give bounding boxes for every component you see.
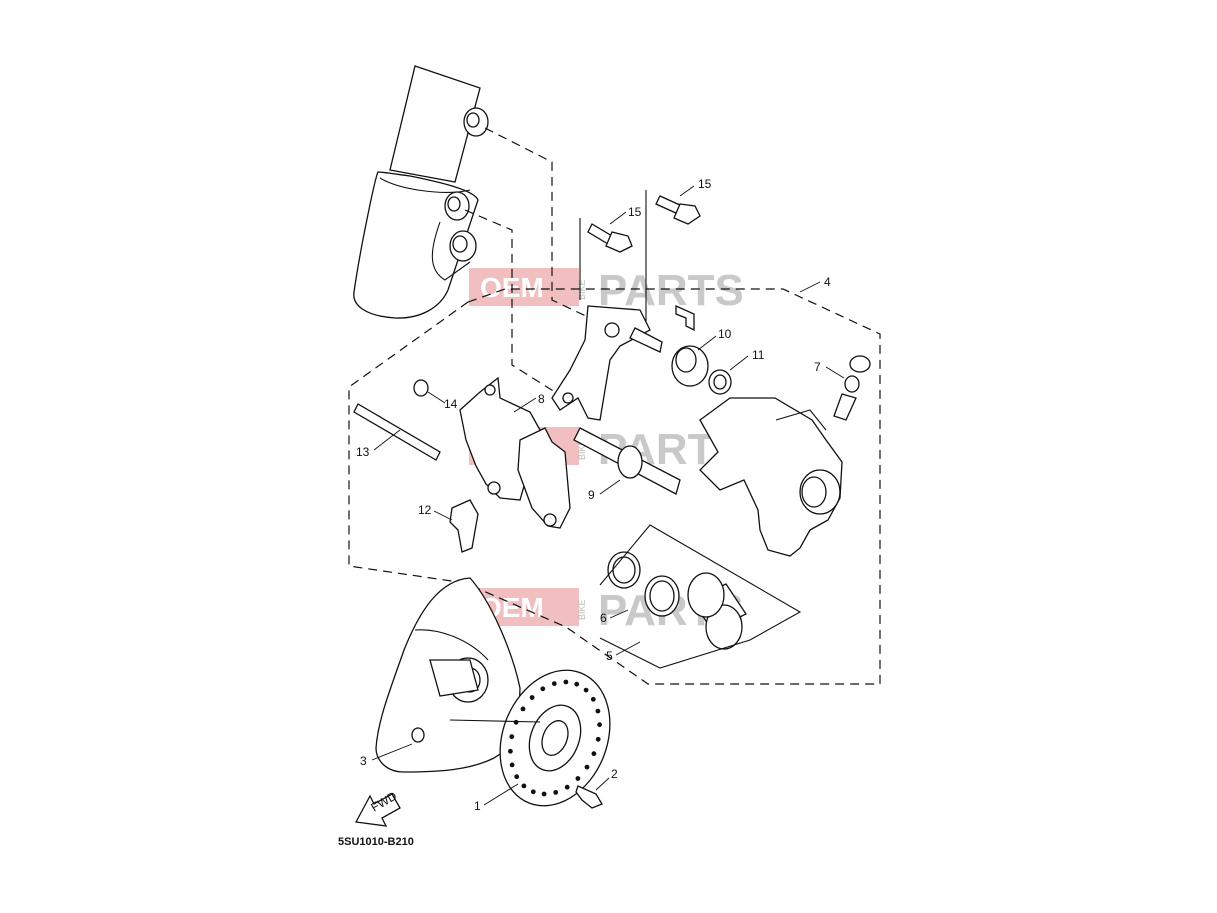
disc-hole bbox=[521, 783, 527, 789]
brake-pad-right bbox=[517, 427, 571, 529]
disc-hole bbox=[563, 679, 569, 685]
disc-hole bbox=[595, 736, 601, 742]
callout-2: 2 bbox=[611, 767, 618, 781]
disc-hole bbox=[583, 687, 589, 693]
caliper-bracket bbox=[551, 305, 663, 421]
disc-hole bbox=[574, 681, 580, 687]
disc-hole bbox=[514, 774, 520, 780]
callout-1: 1 bbox=[474, 799, 481, 813]
disc-hole bbox=[508, 748, 513, 754]
disc-hole bbox=[575, 776, 581, 781]
callout-10: 10 bbox=[718, 327, 732, 341]
disc-hole bbox=[597, 722, 602, 728]
pin-9 bbox=[573, 427, 681, 495]
disc-hole bbox=[553, 790, 559, 795]
disc-bolt bbox=[575, 785, 603, 809]
callout-15-right: 15 bbox=[698, 177, 712, 191]
disc-hole bbox=[564, 784, 570, 790]
caliper-assembly-outline bbox=[348, 288, 881, 685]
disc-hole bbox=[509, 762, 515, 768]
callout-4: 4 bbox=[824, 275, 831, 289]
brake-disc bbox=[499, 669, 611, 807]
bolt-15-right bbox=[655, 195, 701, 225]
disc-hole bbox=[520, 706, 526, 712]
washer-14 bbox=[413, 379, 429, 397]
callout-leaders bbox=[371, 185, 845, 806]
disc-hole bbox=[509, 734, 515, 740]
callout-labels: 1 2 3 4 5 6 7 8 9 10 11 12 13 14 15 15 bbox=[356, 177, 831, 813]
disc-hole bbox=[513, 719, 519, 725]
svg-text:BIKE: BIKE bbox=[577, 439, 587, 460]
pad-spring-clip bbox=[675, 304, 695, 332]
fwd-arrow: FWD bbox=[354, 789, 401, 827]
svg-text:BIKE: BIKE bbox=[577, 599, 587, 620]
disc-hole bbox=[590, 696, 596, 702]
callout-7: 7 bbox=[814, 360, 821, 374]
callout-8: 8 bbox=[538, 392, 545, 406]
callout-12: 12 bbox=[418, 503, 432, 517]
callout-14: 14 bbox=[444, 397, 458, 411]
disc-hole bbox=[529, 695, 535, 700]
callout-15-left: 15 bbox=[628, 205, 642, 219]
clip-12 bbox=[449, 499, 479, 553]
callout-6: 6 bbox=[600, 611, 607, 625]
diagram-code: 5SU1010-B210 bbox=[338, 836, 414, 848]
bleeder-valve bbox=[833, 355, 871, 421]
disc-hole bbox=[541, 791, 547, 797]
piston bbox=[687, 572, 747, 650]
callout-13: 13 bbox=[356, 445, 370, 459]
callout-5: 5 bbox=[606, 649, 613, 663]
mount-leaders bbox=[464, 127, 591, 393]
callout-3: 3 bbox=[360, 754, 367, 768]
boot-11 bbox=[708, 369, 732, 395]
svg-text:BIKE: BIKE bbox=[577, 279, 587, 300]
disc-hole bbox=[591, 751, 597, 757]
disc-hole bbox=[584, 764, 590, 770]
disc-hole bbox=[530, 789, 536, 795]
boot-10 bbox=[671, 345, 709, 387]
callout-9: 9 bbox=[588, 488, 595, 502]
callout-11: 11 bbox=[752, 348, 765, 362]
svg-text:PARTS: PARTS bbox=[598, 266, 744, 315]
hub-line bbox=[449, 719, 541, 723]
front-fork bbox=[353, 65, 489, 319]
fork-leg-bottom bbox=[375, 577, 521, 773]
disc-hole bbox=[551, 681, 557, 686]
piston-group-outline bbox=[599, 524, 802, 669]
caliper-body bbox=[699, 397, 843, 557]
disc-hole bbox=[595, 708, 601, 714]
bolt-15-left bbox=[587, 223, 633, 253]
disc-hole bbox=[540, 686, 546, 692]
